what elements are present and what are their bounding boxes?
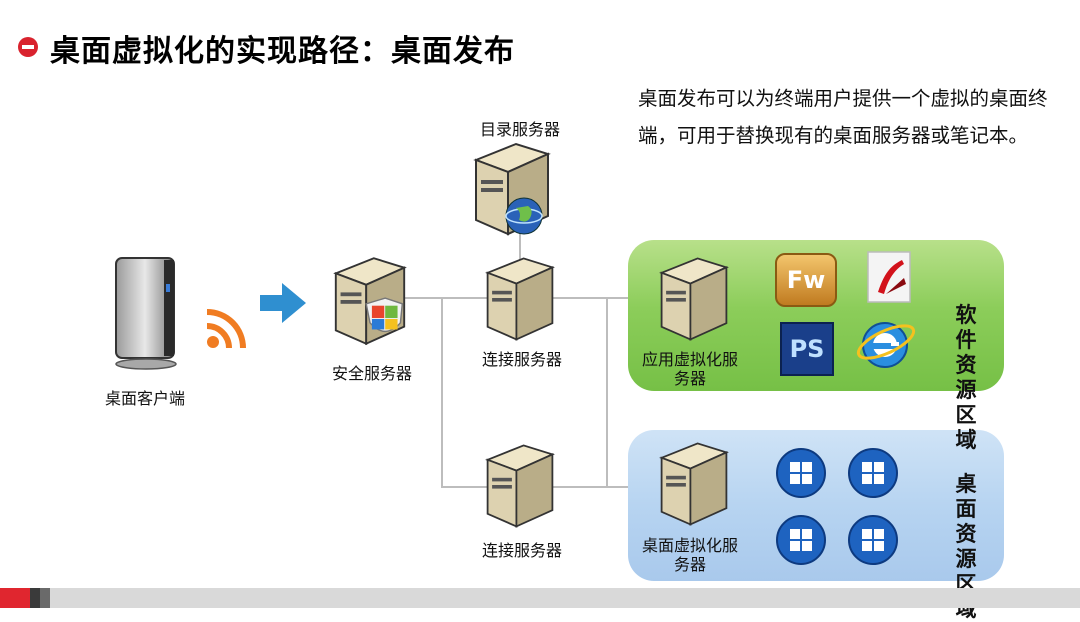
title-bullet-icon: [18, 37, 38, 57]
connection-server-bottom-label: 连接服务器: [481, 541, 562, 560]
acrobat-icon: [867, 251, 911, 303]
link-vertical-left: [441, 297, 443, 487]
link-directory-to-connection: [519, 230, 521, 260]
desktop-virtualization-server-label: 桌面虚拟化服务器: [641, 536, 738, 574]
connection-server-top-label: 连接服务器: [481, 350, 562, 369]
footer-accent-gray: [40, 588, 50, 608]
directory-server-label: 目录服务器: [479, 120, 560, 139]
desktop-client-label: 桌面客户端: [104, 389, 185, 408]
wireless-signal-icon: [206, 309, 246, 349]
connection-server-top-icon: [485, 257, 555, 341]
footer-accent-dark: [30, 588, 40, 608]
fireworks-icon: Fw: [775, 253, 837, 307]
footer-bar: [0, 588, 1080, 608]
app-virtualization-server-icon: [659, 257, 729, 341]
arrow-right-icon: [260, 283, 306, 323]
connection-server-bottom-icon: [485, 444, 555, 528]
internet-explorer-icon: [856, 322, 916, 368]
page-title: 桌面虚拟化的实现路径：桌面发布: [50, 34, 515, 69]
software-zone-label: 软件资源区域: [955, 303, 977, 452]
windows-logo-icon: [776, 448, 826, 498]
windows-logo-icon: [776, 515, 826, 565]
footer-accent-red: [0, 588, 30, 608]
description-text: 桌面发布可以为终端用户提供一个虚拟的桌面终端，可用于替换现有的桌面服务器或笔记本…: [638, 87, 1048, 147]
desktop-virtualization-server-icon: [659, 442, 729, 526]
link-vertical-right: [606, 297, 608, 487]
photoshop-icon: PS: [780, 322, 834, 376]
app-virtualization-server-label: 应用虚拟化服务器: [641, 350, 738, 388]
security-server-label: 安全服务器: [331, 364, 412, 383]
security-server-icon: [333, 257, 407, 346]
thin-client-icon: [115, 257, 177, 370]
windows-logo-icon: [848, 448, 898, 498]
directory-server-icon: [473, 142, 551, 236]
windows-logo-icon: [848, 515, 898, 565]
